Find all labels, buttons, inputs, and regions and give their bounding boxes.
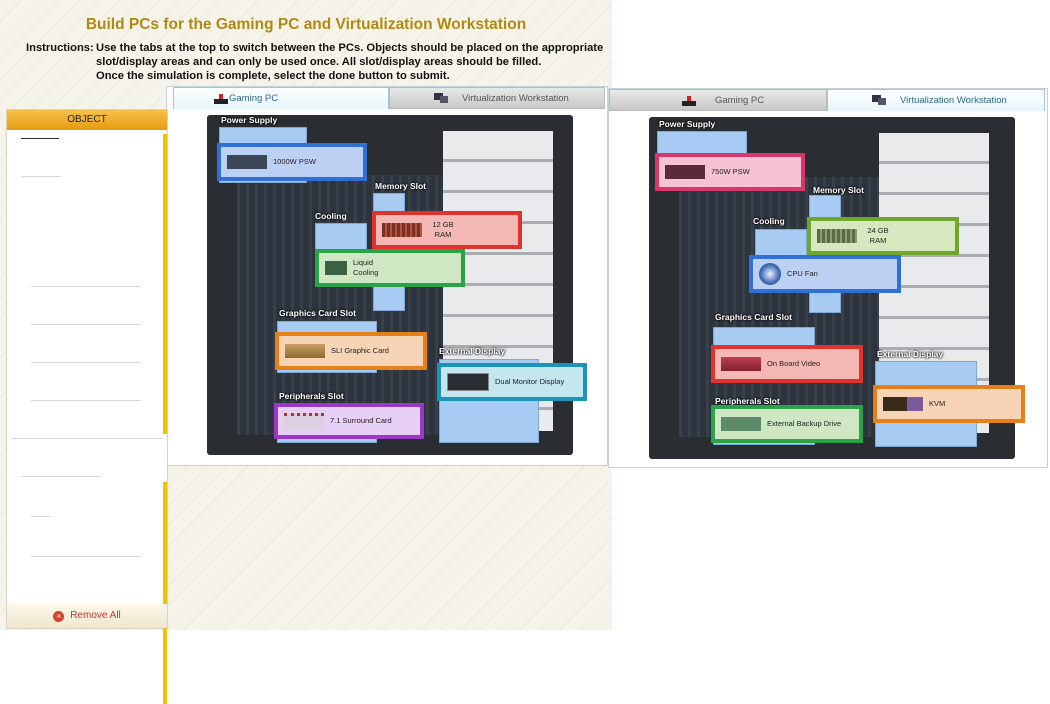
placed-item-peripheral[interactable]: External Backup Drive: [711, 405, 863, 443]
monitor-thumbnail: [447, 373, 489, 391]
tab-virtualization-workstation-label: Virtualization Workstation: [462, 93, 569, 104]
peripherals-label: Peripherals Slot: [715, 396, 780, 406]
graphics-card-label: Graphics Card Slot: [279, 308, 356, 318]
ram-thumbnail: [817, 229, 857, 243]
cooling-label: Cooling: [315, 211, 347, 221]
placed-item-graphics-label: On Board Video: [767, 359, 821, 368]
instructions-label: Instructions:: [26, 42, 94, 54]
tab-virtualization-workstation-2[interactable]: Virtualization Workstation: [827, 89, 1045, 111]
tab-gaming-pc[interactable]: Gaming PC: [173, 87, 389, 109]
graphics-thumbnail: [285, 344, 325, 358]
placed-item-peripheral-label: External Backup Drive: [767, 419, 842, 428]
instructions-line-1: Use the tabs at the top to switch betwee…: [96, 42, 604, 54]
instructions-line-3: Once the simulation is complete, select …: [96, 70, 450, 82]
object-list-item[interactable]: [31, 362, 141, 363]
placed-item-display[interactable]: Dual Monitor Display: [437, 363, 587, 401]
remove-all-button[interactable]: × Remove All: [7, 604, 167, 628]
placed-item-psu-label: 750W PSW: [711, 167, 750, 176]
workstation-panel: Gaming PC Virtualization Workstation Pow…: [608, 88, 1048, 468]
kvm-thumbnail: [883, 397, 923, 411]
workstation-icon: [434, 93, 448, 103]
power-supply-label: Power Supply: [221, 115, 278, 125]
page-title: Build PCs for the Gaming PC and Virtuali…: [85, 16, 527, 33]
backup-drive-thumbnail: [721, 417, 761, 431]
object-list-item[interactable]: [21, 176, 61, 177]
gaming-pc-panel: Gaming PC Virtualization Workstation Pow…: [166, 86, 608, 466]
object-list-item[interactable]: [31, 286, 141, 287]
placed-item-ram-label: 24 GB RAM: [867, 226, 889, 245]
ram-thumbnail: [382, 223, 422, 237]
object-list-item[interactable]: [31, 556, 141, 557]
placed-item-peripheral[interactable]: 7.1 Surround Card: [274, 403, 424, 439]
placed-item-peripheral-label: 7.1 Surround Card: [330, 416, 392, 425]
fan-thumbnail: [759, 263, 781, 285]
gaming-pc-icon: [682, 96, 696, 106]
placed-item-ram-label: 12 GB RAM: [432, 220, 454, 239]
peripherals-label: Peripherals Slot: [279, 391, 344, 401]
placed-item-graphics-label: SLI Graphic Card: [331, 346, 389, 355]
object-list-item[interactable]: [21, 138, 59, 139]
tab-virtualization-workstation-2-label: Virtualization Workstation: [900, 95, 1007, 106]
object-scrollbar-lower[interactable]: [163, 482, 167, 704]
object-scrollbar[interactable]: [163, 134, 167, 434]
object-panel-header: OBJECT: [7, 110, 167, 130]
placed-item-ram[interactable]: 24 GB RAM: [807, 217, 959, 255]
memory-slot-label: Memory Slot: [813, 185, 865, 195]
cooling-label: Cooling: [753, 216, 785, 226]
sound-card-thumbnail: [284, 412, 324, 430]
instructions-line-2: slot/display areas and can only be used …: [96, 56, 542, 68]
external-display-label: External Display: [877, 349, 944, 359]
tab-gaming-pc-label: Gaming PC: [229, 93, 279, 104]
external-display-label: External Display: [439, 346, 506, 356]
tab-gaming-pc-2[interactable]: Gaming PC: [609, 89, 827, 111]
placed-item-cooling-label: Liquid Cooling: [353, 258, 379, 277]
tab-virtualization-workstation[interactable]: Virtualization Workstation: [389, 87, 605, 109]
placed-item-psu-label: 1000W PSW: [273, 157, 316, 166]
object-list-item[interactable]: [31, 516, 51, 517]
placed-item-display[interactable]: KVM: [873, 385, 1025, 423]
placed-item-cooling-label: CPU Fan: [787, 269, 818, 278]
remove-icon: ×: [53, 611, 65, 622]
placed-item-psu[interactable]: 1000W PSW: [217, 143, 367, 181]
cooling-thumbnail: [325, 261, 347, 275]
object-list-divider: [11, 438, 163, 439]
workstation-icon: [872, 95, 886, 105]
placed-item-ram[interactable]: 12 GB RAM: [372, 211, 522, 249]
placed-item-display-label: KVM: [929, 399, 946, 408]
memory-slot-label: Memory Slot: [375, 181, 427, 191]
remove-all-label: Remove All: [70, 610, 121, 621]
placed-item-display-label: Dual Monitor Display: [495, 377, 565, 386]
placed-item-psu[interactable]: 750W PSW: [655, 153, 805, 191]
object-panel: OBJECT × Remove All: [6, 109, 168, 704]
psu-thumbnail: [227, 155, 267, 169]
video-thumbnail: [721, 357, 761, 371]
placed-item-graphics[interactable]: SLI Graphic Card: [275, 332, 427, 370]
object-list-item[interactable]: [21, 476, 101, 477]
gaming-pc-icon: [214, 94, 228, 104]
graphics-card-label: Graphics Card Slot: [715, 312, 792, 322]
psu-thumbnail: [665, 165, 705, 179]
object-list-item[interactable]: [31, 324, 141, 325]
placed-item-cooling[interactable]: Liquid Cooling: [315, 249, 465, 287]
object-list-item[interactable]: [31, 400, 141, 401]
tab-gaming-pc-2-label: Gaming PC: [715, 95, 765, 106]
placed-item-graphics[interactable]: On Board Video: [711, 345, 863, 383]
power-supply-label: Power Supply: [659, 119, 716, 129]
placed-item-cooling[interactable]: CPU Fan: [749, 255, 901, 293]
